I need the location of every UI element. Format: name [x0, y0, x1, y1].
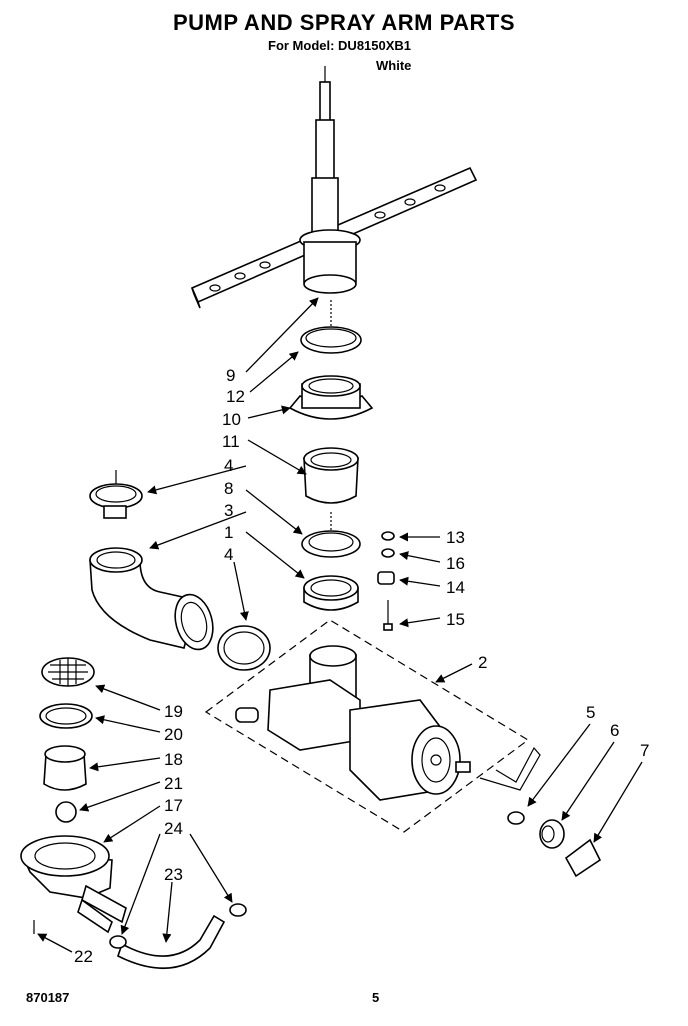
callout-23: 23 — [164, 865, 183, 884]
page-title: PUMP AND SPRAY ARM PARTS — [172, 10, 516, 35]
callout-6: 6 — [610, 721, 619, 740]
callout-15: 15 — [446, 610, 465, 629]
callout-12: 12 — [226, 387, 245, 406]
small-hardware — [377, 531, 395, 631]
callout-21: 21 — [164, 774, 183, 793]
hose-assembly — [89, 470, 271, 671]
leader-lines — [37, 297, 643, 953]
drain-filter-group — [20, 657, 247, 970]
callout-14: 14 — [446, 578, 465, 597]
callout-labels: 9 12 10 11 4 8 3 1 4 13 16 14 15 2 5 6 7… — [74, 366, 649, 966]
callout-17: 17 — [164, 796, 183, 815]
callout-24: 24 — [164, 819, 183, 838]
callout-2: 2 — [478, 653, 487, 672]
model-line: For Model: DU8150XB1 — [268, 38, 412, 53]
callout-3: 3 — [224, 501, 233, 520]
callout-19: 19 — [164, 702, 183, 721]
callout-16: 16 — [446, 554, 465, 573]
callout-9: 9 — [226, 366, 235, 385]
document-number: 870187 — [26, 990, 70, 1005]
callout-7: 7 — [640, 741, 649, 760]
right-parts — [479, 746, 602, 878]
callout-10: 10 — [222, 410, 241, 429]
page-number: 5 — [372, 990, 380, 1005]
callout-4-upper: 4 — [224, 456, 233, 475]
callout-4-lower: 4 — [224, 545, 233, 564]
callout-8: 8 — [224, 479, 233, 498]
color-line: White — [376, 58, 412, 73]
callout-18: 18 — [164, 750, 183, 769]
callout-11: 11 — [222, 432, 240, 451]
spray-arm-assembly — [190, 66, 478, 309]
spray-arm-stack — [288, 300, 374, 611]
callout-5: 5 — [586, 703, 595, 722]
callout-20: 20 — [164, 725, 183, 744]
pump-motor-assembly — [204, 619, 530, 833]
callout-22: 22 — [74, 947, 93, 966]
callout-13: 13 — [446, 528, 465, 547]
callout-1: 1 — [224, 523, 233, 542]
